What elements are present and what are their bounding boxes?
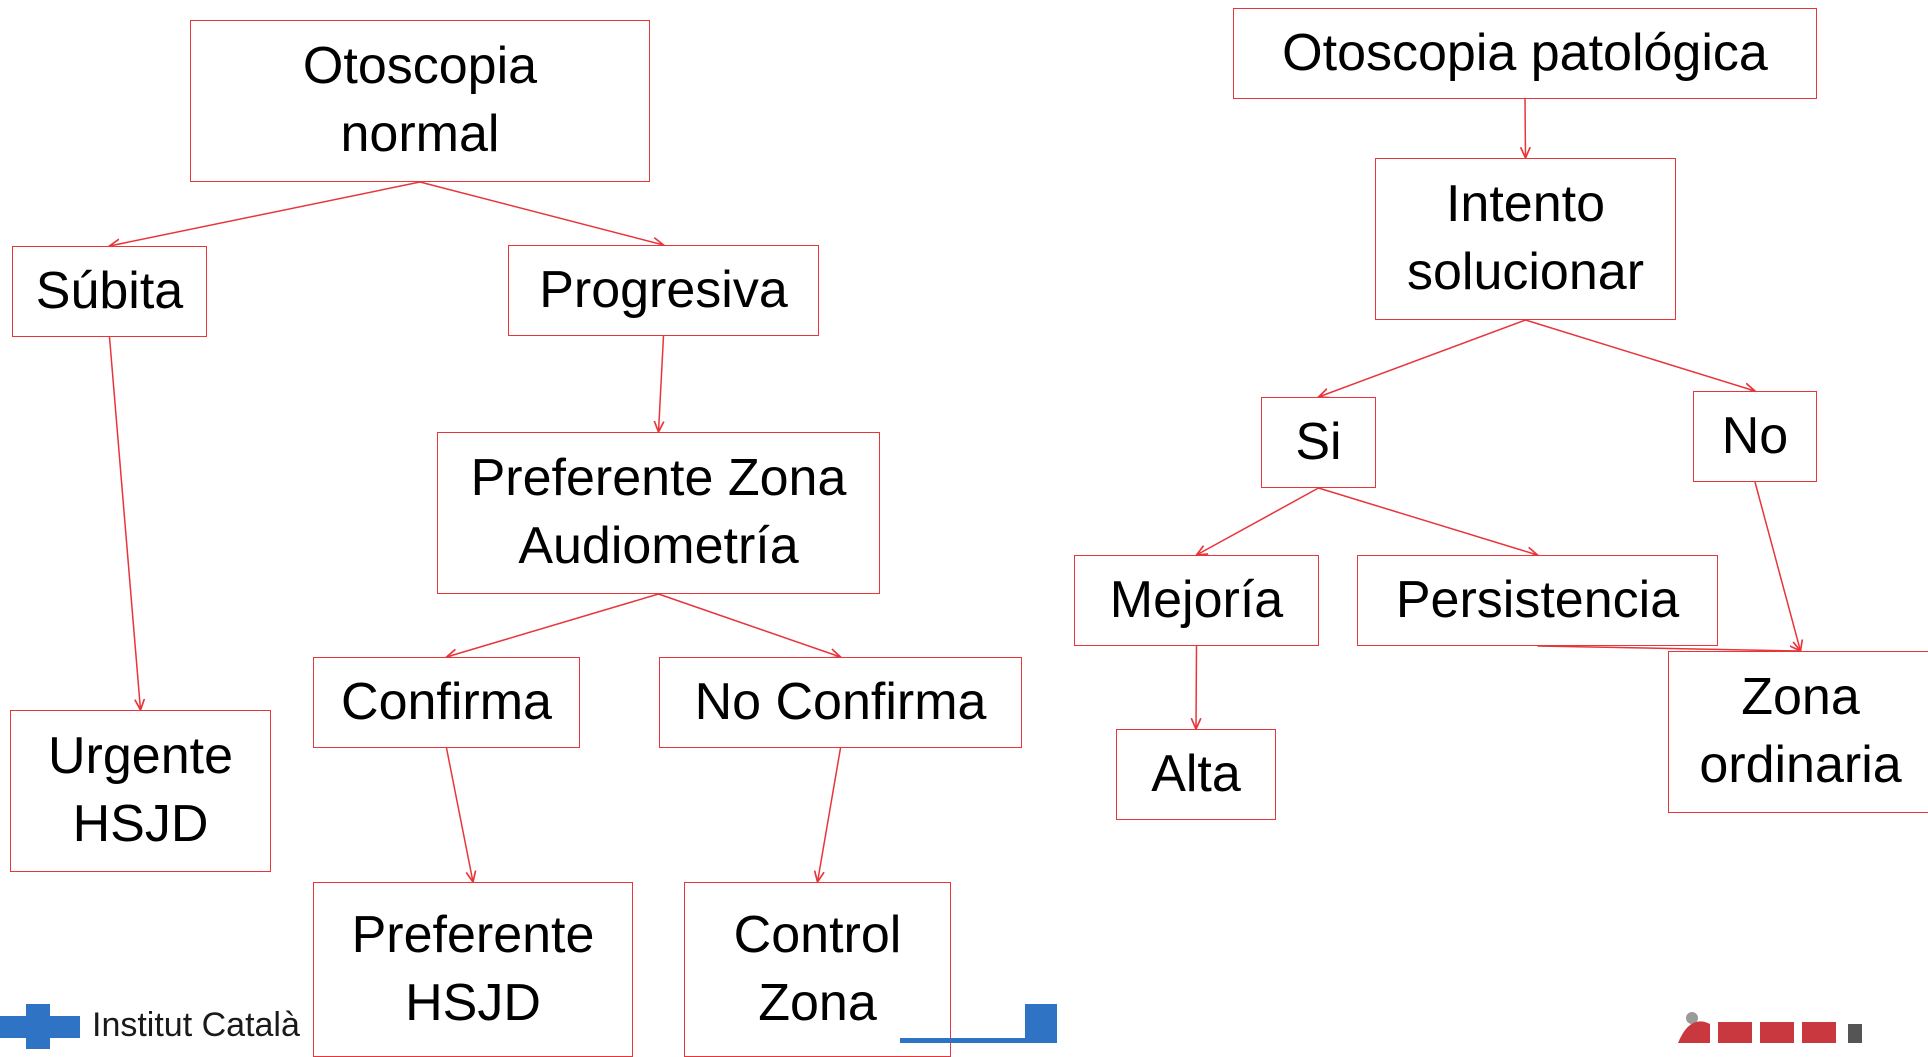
- node-mejoria: Mejoría: [1074, 555, 1319, 646]
- node-control-zona: Control Zona: [684, 882, 951, 1057]
- partner-logo: [900, 1004, 1080, 1043]
- edge-otoscopia_patologica-to-intento_solucionar: [1525, 98, 1526, 158]
- node-progresiva: Progresiva: [508, 245, 819, 336]
- edge-si-to-persistencia: [1318, 487, 1538, 555]
- edge-persistencia-to-zona_ordinaria: [1537, 646, 1801, 651]
- edge-otoscopia_normal-to-progresiva: [419, 181, 664, 245]
- edge-subita-to-urgente_hsjd: [108, 336, 141, 710]
- node-alta: Alta: [1116, 729, 1276, 820]
- institut-catala-logo: Institut Català: [0, 1002, 390, 1049]
- node-intento-solucionar: Intento solucionar: [1375, 158, 1676, 320]
- node-preferente-hsjd: Preferente HSJD: [313, 882, 633, 1057]
- node-zona-ordinaria: Zona ordinaria: [1668, 651, 1928, 813]
- edge-no-to-zona_ordinaria: [1754, 481, 1801, 651]
- node-no: No: [1693, 391, 1817, 482]
- partner-cross-icon: [900, 1004, 1057, 1043]
- node-persistencia: Persistencia: [1357, 555, 1718, 646]
- node-urgente-hsjd: Urgente HSJD: [10, 710, 271, 872]
- edge-mejoria-to-alta: [1196, 645, 1197, 729]
- edge-no_confirma-to-control_zona: [818, 747, 842, 882]
- edge-otoscopia_normal-to-subita: [110, 181, 421, 246]
- node-otoscopia-normal: Otoscopia normal: [190, 20, 650, 182]
- node-preferente-zona-audiometria: Preferente Zona Audiometría: [437, 432, 880, 594]
- node-no-confirma: No Confirma: [659, 657, 1022, 748]
- right-organization-logo: [1670, 1000, 1928, 1043]
- node-otoscopia-patologica: Otoscopia patológica: [1233, 8, 1817, 99]
- node-si: Si: [1261, 397, 1376, 488]
- edge-preferente_zona-to-no_confirma: [658, 593, 841, 657]
- node-confirma: Confirma: [313, 657, 580, 748]
- edge-intento_solucionar-to-si: [1319, 319, 1526, 397]
- edge-intento_solucionar-to-no: [1525, 319, 1756, 391]
- blue-cross-icon: [0, 1004, 80, 1049]
- edge-si-to-mejoria: [1197, 487, 1319, 555]
- node-subita: Súbita: [12, 246, 207, 337]
- logo-left-text: Institut Català: [92, 1006, 300, 1044]
- edge-confirma-to-preferente_hsjd: [445, 747, 474, 882]
- right-logo-mark-icon: [1678, 1012, 1862, 1043]
- edge-progresiva-to-preferente_zona: [659, 335, 664, 432]
- edge-preferente_zona-to-confirma: [447, 593, 659, 657]
